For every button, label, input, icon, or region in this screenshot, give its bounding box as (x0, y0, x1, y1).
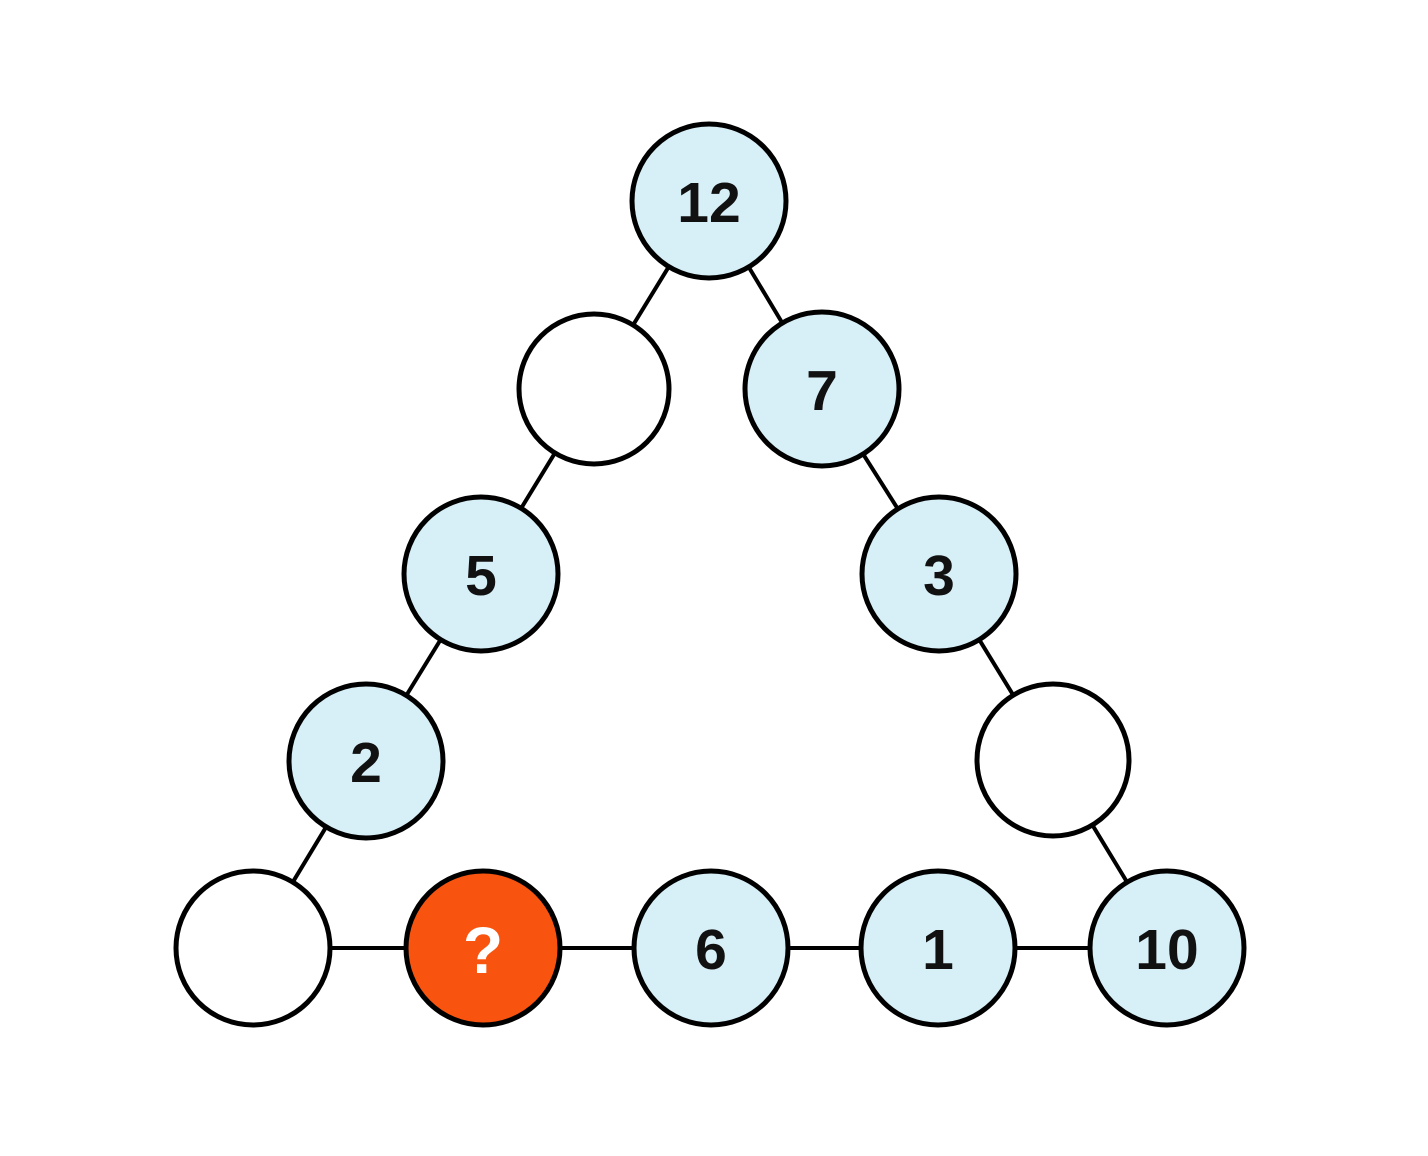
empty-node-circle[interactable] (516, 311, 672, 467)
nodes-layer: 12 5 2? 6 1 10 3 7 (173, 121, 1247, 1028)
edge-n-upper-left-empty-to-n-left-5 (518, 450, 558, 512)
value-node-circle[interactable] (401, 494, 561, 654)
node-label: 12 (677, 171, 740, 235)
node-label: 6 (695, 918, 727, 982)
node-n-left-5[interactable]: 5 (401, 494, 561, 654)
edge-n-left-2-to-n-bottom-left-empty (290, 824, 329, 885)
node-n-bottom-left-empty[interactable] (173, 868, 333, 1028)
value-node-circle[interactable] (629, 121, 789, 281)
node-label: 3 (923, 544, 955, 608)
value-node-circle[interactable] (286, 681, 446, 841)
value-node-circle[interactable] (859, 494, 1019, 654)
edges-layer (290, 263, 1130, 950)
node-n-bottom-10[interactable]: 10 (1087, 868, 1247, 1028)
value-node-circle[interactable] (858, 868, 1018, 1028)
node-n-bottom-1[interactable]: 1 (858, 868, 1018, 1028)
node-label: ? (463, 913, 503, 987)
empty-node-circle[interactable] (173, 868, 333, 1028)
edge-n-right-empty-to-n-right-3 (976, 636, 1017, 698)
node-label: 7 (806, 359, 838, 423)
empty-node-circle[interactable] (974, 681, 1132, 839)
edge-n-right-3-to-n-right-7 (860, 451, 901, 512)
edge-n-top-12-to-n-upper-left-empty (630, 263, 672, 328)
unknown-node-circle[interactable] (403, 868, 563, 1028)
node-label: 5 (465, 544, 497, 608)
value-node-circle[interactable] (631, 868, 791, 1028)
node-n-right-3[interactable]: 3 (859, 494, 1019, 654)
node-label: 1 (922, 918, 954, 982)
edge-n-left-5-to-n-left-2 (403, 636, 444, 699)
node-label: 10 (1135, 918, 1198, 982)
node-n-right-empty[interactable] (974, 681, 1132, 839)
node-n-bottom-6[interactable]: 6 (631, 868, 791, 1028)
value-node-circle[interactable] (1087, 868, 1247, 1028)
edge-n-bottom-10-to-n-right-empty (1089, 822, 1130, 885)
node-label: 2 (350, 731, 382, 795)
node-n-right-7[interactable]: 7 (742, 309, 902, 469)
node-n-top-12[interactable]: 12 (629, 121, 789, 281)
value-node-circle[interactable] (742, 309, 902, 469)
node-n-left-2[interactable]: 2 (286, 681, 446, 841)
node-n-bottom-unknown[interactable]: ? (403, 868, 563, 1028)
node-n-upper-left-empty[interactable] (516, 311, 672, 467)
edge-n-right-7-to-n-top-12 (745, 264, 786, 326)
